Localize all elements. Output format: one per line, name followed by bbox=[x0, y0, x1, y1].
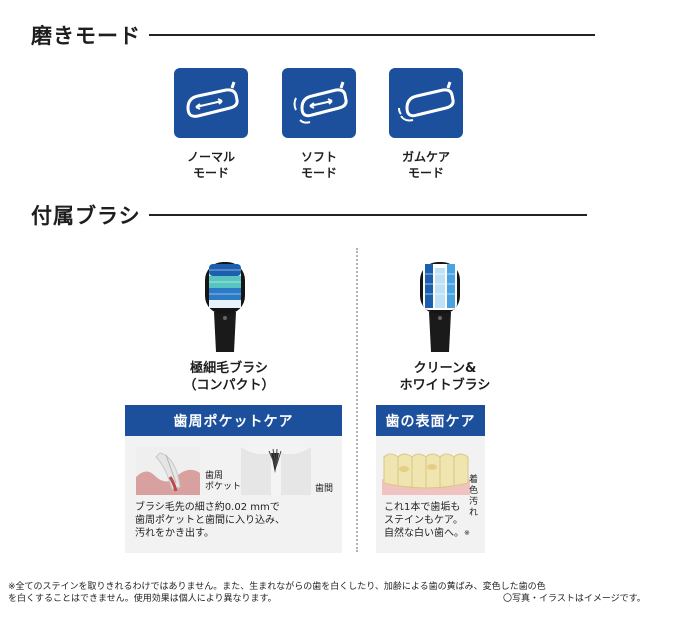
brush-soft-arrows-icon bbox=[282, 68, 356, 138]
clean-white-desc-footnote-mark: ※ bbox=[464, 529, 470, 537]
clean-white-brush-image bbox=[405, 256, 475, 352]
brushes-section-rule bbox=[148, 214, 587, 216]
column-divider bbox=[356, 248, 358, 552]
mode-gum-label-line2: モード bbox=[407, 166, 444, 180]
ultra-fine-brush-name-line1: 極細毛ブラシ bbox=[190, 361, 268, 376]
brush-arrows-icon bbox=[174, 68, 248, 138]
stain-tag-line1: 着色 bbox=[469, 475, 479, 496]
gum-pocket-tag: 歯周 ポケット bbox=[205, 471, 241, 493]
ultra-fine-brush-name: 極細毛ブラシ （コンパクト） bbox=[164, 360, 294, 394]
mode-soft-label: ソフト モード bbox=[282, 149, 356, 181]
mode-soft: ソフト モード bbox=[282, 68, 356, 181]
image-note: 〇写真・イラストはイメージです。 bbox=[503, 594, 646, 604]
ultra-fine-brush-name-line2: （コンパクト） bbox=[183, 378, 275, 393]
modes-section-title: 磨きモード bbox=[31, 24, 141, 48]
mode-gum-label-line1: ガムケア bbox=[401, 150, 450, 164]
ultra-fine-brush-image bbox=[190, 256, 260, 352]
stain-tag: 着色 汚れ bbox=[469, 475, 485, 519]
tooth-surface-care-label: 歯の表面ケア bbox=[376, 405, 485, 436]
mode-soft-label-line2: モード bbox=[300, 166, 337, 180]
mode-gum-label: ガムケア モード bbox=[389, 149, 463, 181]
brushes-section-title: 付属ブラシ bbox=[31, 204, 141, 228]
mode-soft-label-line1: ソフト bbox=[300, 150, 337, 164]
clean-white-desc-line3: 自然な白い歯へ。 bbox=[384, 528, 464, 539]
clean-white-desc-line2: ステインもケア。 bbox=[384, 515, 463, 526]
clean-white-desc-line1: これ1本で歯垢も bbox=[384, 502, 461, 513]
mode-normal-label-line1: ノーマル bbox=[186, 150, 235, 164]
interdental-illustration bbox=[241, 447, 311, 495]
disclaimer-footnote: ※全てのステインを取りきれるわけではありません。また、生まれながらの歯を白くした… bbox=[8, 581, 648, 605]
gum-pocket-tag-line2: ポケット bbox=[205, 482, 242, 492]
brushes-section-header: 付属ブラシ bbox=[31, 200, 587, 230]
stained-teeth-illustration bbox=[382, 449, 470, 495]
mode-gum: ガムケア モード bbox=[389, 68, 463, 181]
ultra-fine-desc-line2: 歯周ポケットと歯間に入り込み、 bbox=[135, 515, 285, 526]
periodontal-pocket-care-label: 歯周ポケットケア bbox=[125, 405, 342, 436]
periodontal-pocket-care-panel: 歯周ポケットケア 歯周 ポケット 歯間 ブラシ毛先の細さ約0.02 mmで 歯周… bbox=[125, 405, 342, 553]
clean-white-brush-name-line2: ホワイトブラシ bbox=[399, 378, 491, 393]
mode-normal-label-line2: モード bbox=[192, 166, 229, 180]
disclaimer-line1: ※全てのステインを取りきれるわけではありません。また、生まれながらの歯を白くした… bbox=[8, 582, 546, 592]
brush-gum-icon bbox=[389, 68, 463, 138]
gum-pocket-tag-line1: 歯周 bbox=[205, 471, 224, 481]
clean-white-desc-line3-wrap: 自然な白い歯へ。※ bbox=[384, 527, 470, 540]
disclaimer-line2: を白くすることはできません。使用効果は個人により異なります。 bbox=[8, 594, 277, 604]
stain-tag-line2: 汚れ bbox=[469, 497, 479, 518]
modes-section-rule bbox=[149, 34, 595, 36]
mode-normal-label: ノーマル モード bbox=[174, 149, 248, 181]
clean-white-brush-description: これ1本で歯垢も ステインもケア。 自然な白い歯へ。※ bbox=[384, 501, 470, 540]
ultra-fine-desc-line3: 汚れをかき出す。 bbox=[135, 528, 214, 539]
modes-section-header: 磨きモード bbox=[31, 20, 595, 50]
clean-white-brush-name-line1: クリーン& bbox=[413, 361, 477, 376]
ultra-fine-desc-line1: ブラシ毛先の細さ約0.02 mmで bbox=[135, 502, 280, 513]
interdental-tag: 歯間 bbox=[315, 484, 334, 494]
clean-white-brush-name: クリーン& ホワイトブラシ bbox=[380, 360, 510, 394]
gum-pocket-illustration bbox=[136, 447, 200, 495]
mode-normal: ノーマル モード bbox=[174, 68, 248, 181]
tooth-surface-care-panel: 歯の表面ケア 着色 汚れ これ1本で歯垢も ステインもケア。 自然な白い歯へ。※ bbox=[376, 405, 485, 553]
ultra-fine-brush-description: ブラシ毛先の細さ約0.02 mmで 歯周ポケットと歯間に入り込み、 汚れをかき出… bbox=[135, 501, 285, 540]
